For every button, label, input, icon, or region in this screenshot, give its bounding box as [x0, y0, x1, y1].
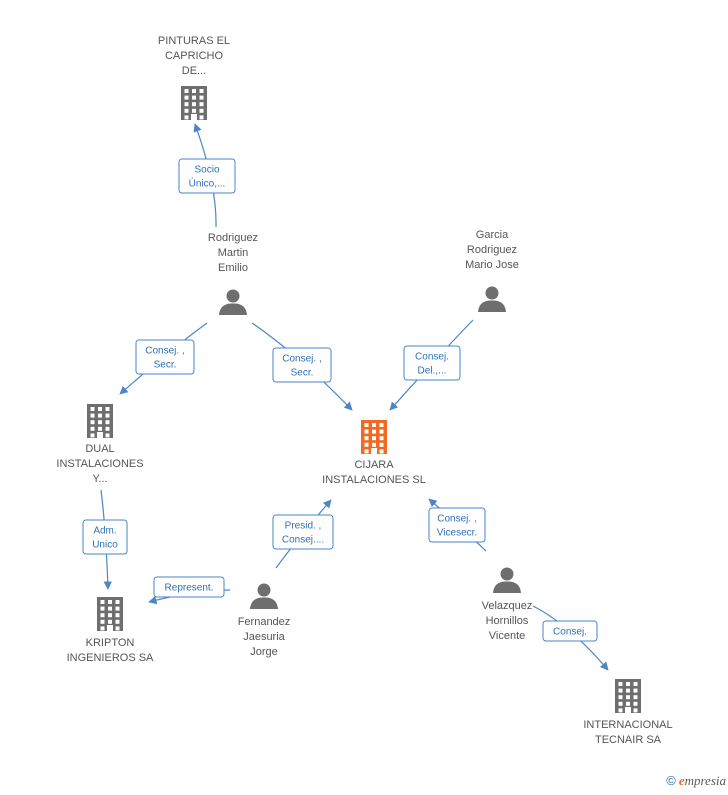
building-icon	[97, 597, 123, 631]
edge-label-rodriguez-to-pinturas[interactable]: SocioÚnico,...	[178, 158, 236, 194]
node-label: INSTALACIONES SL	[322, 474, 426, 486]
node-label: DE...	[182, 65, 206, 77]
node-label: Hornillos	[486, 615, 529, 627]
edge-label-text: Consej....	[282, 535, 324, 546]
node-label: Jaesuria	[243, 631, 285, 643]
person-icon	[493, 567, 521, 593]
node-label: TECNAIR SA	[595, 734, 662, 746]
edge-label-text: Vicesecr.	[437, 528, 477, 539]
nodes-layer: PINTURAS ELCAPRICHODE...RodriguezMartinE…	[56, 35, 672, 746]
logo-initial: e	[678, 773, 685, 788]
edge-label-fernandez-to-cijara[interactable]: Presid. , Consej....	[272, 514, 334, 550]
edge-label-velazquez-to-internacional[interactable]: Consej.	[542, 620, 598, 642]
edge-label-rodriguez-to-cijara[interactable]: Consej. , Secr.	[272, 347, 332, 383]
node-kripton[interactable]: KRIPTON INGENIEROS SA	[67, 597, 154, 664]
node-label: INSTALACIONES	[56, 458, 143, 470]
node-internacional[interactable]: INTERNACIONAL TECNAIR SA	[583, 679, 673, 746]
node-label: Rodriguez	[467, 244, 517, 256]
edge-label-text: Presid. ,	[285, 521, 322, 532]
edge-label-text: Del.,...	[418, 366, 447, 377]
edge-label-text: Único,...	[189, 177, 226, 190]
edge-label-rodriguez-to-dual[interactable]: Consej. , Secr.	[135, 339, 195, 375]
edge-label-dual-to-kripton[interactable]: Adm. Unico	[82, 519, 128, 555]
copyright-icon: ©	[666, 773, 676, 788]
node-label: Mario Jose	[465, 259, 519, 271]
edge-label-text: Secr.	[154, 360, 177, 371]
building-icon	[181, 86, 207, 120]
edge-label-box	[178, 158, 236, 194]
building-icon	[615, 679, 641, 713]
edge-label-box	[403, 345, 461, 381]
node-cijara[interactable]: CIJARA INSTALACIONES SL	[322, 420, 426, 486]
edge-label-box	[272, 347, 332, 383]
node-label: Velazquez	[482, 600, 533, 612]
person-icon	[478, 286, 506, 312]
node-pinturas[interactable]: PINTURAS EL CAPRICHO DE...	[158, 35, 230, 120]
edge-label-box	[153, 576, 225, 598]
node-label: CIJARA	[354, 459, 394, 471]
node-label: Rodriguez	[208, 232, 258, 244]
building-icon	[87, 404, 113, 438]
node-label: Vicente	[489, 630, 526, 642]
edge-label-box	[428, 507, 486, 543]
edge-label-text: Consej. ,	[437, 514, 476, 525]
edge-label-velazquez-to-cijara[interactable]: Consej. , Vicesecr.	[428, 507, 486, 543]
node-label: KRIPTON	[86, 637, 135, 649]
building-icon	[361, 420, 387, 454]
edge-label-box	[272, 514, 334, 550]
edge-label-box	[82, 519, 128, 555]
node-label: Garcia	[476, 229, 509, 241]
logo-name: mpresia	[684, 773, 726, 788]
edge-label-text: Unico	[92, 540, 118, 551]
node-label: Y...	[92, 473, 107, 485]
edge-label-text: Adm.	[93, 526, 116, 537]
node-label: INGENIEROS SA	[67, 652, 154, 664]
edge-label-text: Represent.	[165, 583, 214, 594]
node-label: Jorge	[250, 646, 278, 658]
edge-label-text: Consej. ,	[145, 346, 184, 357]
node-label: Emilio	[218, 262, 248, 274]
edge-label-box	[135, 339, 195, 375]
node-dual[interactable]: DUAL INSTALACIONES Y...	[56, 404, 144, 485]
edge-label-text: Secr.	[291, 368, 314, 379]
edge-label-garcia-to-cijara[interactable]: Consej. Del.,...	[403, 345, 461, 381]
node-label: DUAL	[85, 443, 114, 455]
edge-label-box	[542, 620, 598, 642]
node-label: Fernandez	[238, 616, 291, 628]
edge-label-text: Consej.	[553, 627, 587, 638]
edge-label-text: Consej.	[415, 352, 449, 363]
edge-label-text: Consej. ,	[282, 354, 321, 365]
empresia-logo[interactable]: ©empresia	[666, 773, 726, 789]
node-label: Martin	[218, 247, 249, 259]
edge-label-text: Socio	[194, 165, 219, 176]
person-icon	[250, 583, 278, 609]
node-label: CAPRICHO	[165, 50, 224, 62]
node-label: INTERNACIONAL	[583, 719, 672, 731]
node-label: PINTURAS EL	[158, 35, 230, 47]
person-icon	[219, 289, 247, 315]
edge-label-fernandez-to-kripton[interactable]: Represent.	[153, 576, 225, 598]
